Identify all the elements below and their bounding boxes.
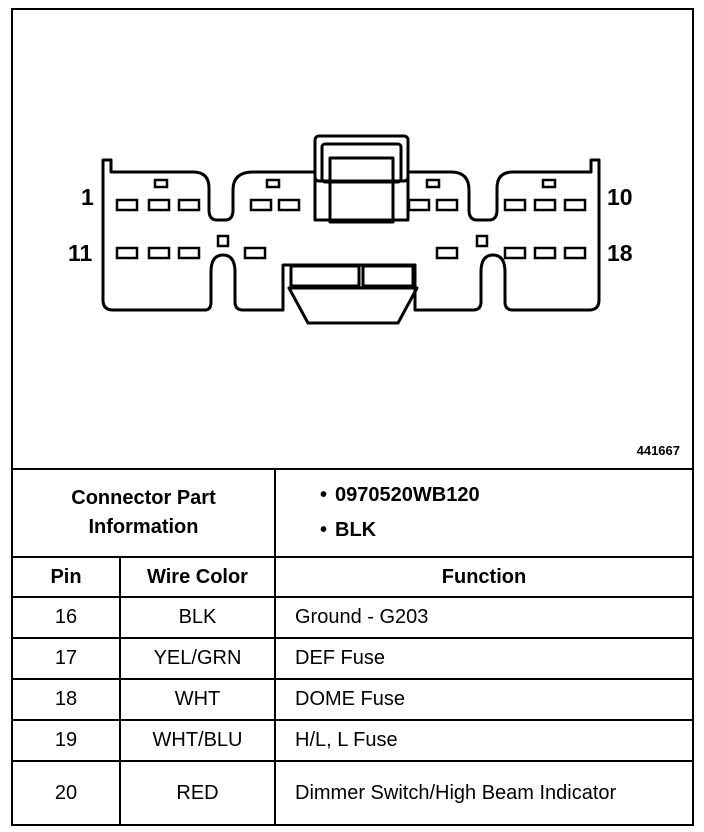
cell-pin: 20 bbox=[13, 762, 121, 824]
table-row: 18 WHT DOME Fuse bbox=[13, 680, 692, 721]
cell-function: Dimmer Switch/High Beam Indicator bbox=[295, 782, 617, 804]
cell-pin: 19 bbox=[13, 721, 121, 760]
cell-wire-color: WHT/BLU bbox=[121, 721, 276, 760]
cell-function: H/L, L Fuse bbox=[295, 729, 398, 751]
connector-color: •BLK bbox=[320, 519, 377, 541]
cell-pin: 16 bbox=[13, 598, 121, 637]
pin-label-11: 11 bbox=[68, 240, 93, 266]
terminal bbox=[563, 246, 587, 260]
connector-diagram: 1 10 11 18 441667 bbox=[13, 10, 692, 468]
cell-wire-color: WHT bbox=[121, 680, 276, 719]
header-wire-color: Wire Color bbox=[121, 558, 276, 596]
terminal bbox=[563, 198, 587, 212]
header-function: Function bbox=[441, 565, 527, 588]
pin-label-1: 1 bbox=[81, 184, 94, 210]
cell-function: DEF Fuse bbox=[295, 647, 386, 669]
connector-part-number: •0970520WB120 bbox=[320, 484, 480, 506]
terminal bbox=[407, 198, 431, 212]
connector-info-label: Connector Part Information bbox=[13, 470, 276, 556]
terminal bbox=[533, 198, 557, 212]
connector-table: Connector Part Information •0970520WB120… bbox=[13, 468, 692, 824]
terminal bbox=[147, 246, 171, 260]
connector-info-label-line2: Information bbox=[88, 516, 199, 538]
terminal bbox=[243, 246, 267, 260]
terminal bbox=[177, 198, 201, 212]
terminal bbox=[249, 198, 273, 212]
connector-key bbox=[287, 286, 419, 325]
terminal bbox=[533, 246, 557, 260]
terminal bbox=[115, 246, 139, 260]
pin-label-18: 18 bbox=[607, 240, 633, 266]
table-row: 16 BLK Ground - G203 bbox=[13, 598, 692, 639]
table-row: 17 YEL/GRN DEF Fuse bbox=[13, 639, 692, 680]
connector-drawing bbox=[101, 134, 601, 325]
terminal bbox=[277, 198, 301, 212]
header-pin: Pin bbox=[13, 558, 121, 596]
terminal bbox=[177, 246, 201, 260]
cell-wire-color: YEL/GRN bbox=[121, 639, 276, 678]
connector-info-label-line1: Connector Part bbox=[71, 487, 216, 509]
cell-pin: 18 bbox=[13, 680, 121, 719]
connector-frame: 1 10 11 18 441667 Connector Part Informa… bbox=[11, 8, 694, 826]
cell-pin: 17 bbox=[13, 639, 121, 678]
connector-outline bbox=[101, 158, 601, 312]
diagram-reference-number: 441667 bbox=[636, 443, 680, 458]
terminal bbox=[503, 246, 527, 260]
terminal bbox=[147, 198, 171, 212]
terminal bbox=[435, 198, 459, 212]
terminal bbox=[115, 198, 139, 212]
cell-function: DOME Fuse bbox=[295, 688, 406, 710]
cell-wire-color: BLK bbox=[121, 598, 276, 637]
cell-function: Ground - G203 bbox=[295, 606, 429, 628]
connector-info-values: •0970520WB120 •BLK bbox=[276, 470, 692, 556]
table-row: 20 RED Dimmer Switch/High Beam Indicator bbox=[13, 762, 692, 824]
pin-label-10: 10 bbox=[607, 184, 633, 210]
terminal bbox=[435, 246, 459, 260]
cell-wire-color: RED bbox=[121, 762, 276, 824]
table-row: 19 WHT/BLU H/L, L Fuse bbox=[13, 721, 692, 762]
terminal bbox=[503, 198, 527, 212]
connector-info-row: Connector Part Information •0970520WB120… bbox=[13, 470, 692, 558]
table-header-row: Pin Wire Color Function bbox=[13, 558, 692, 598]
